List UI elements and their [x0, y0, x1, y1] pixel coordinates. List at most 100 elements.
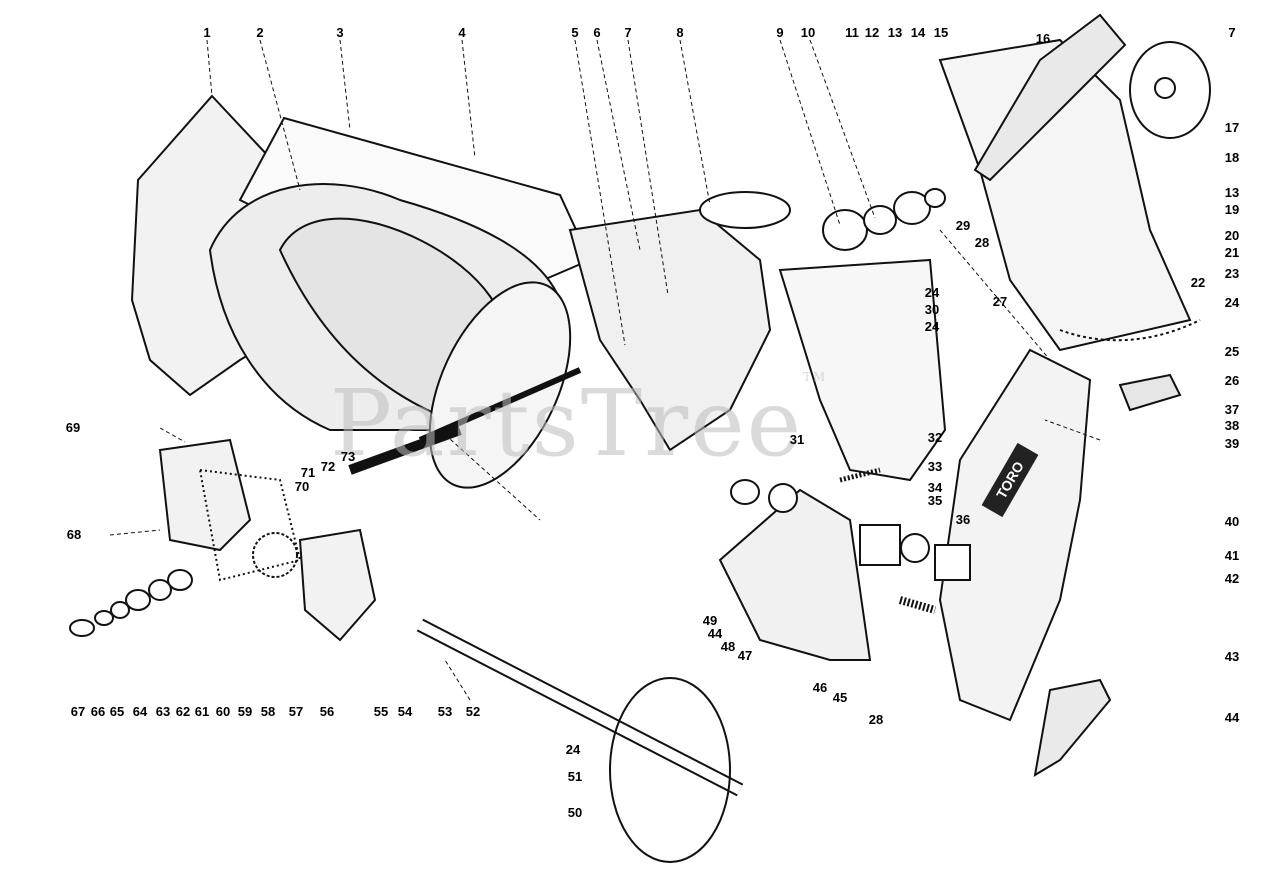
callout: 50: [567, 805, 583, 820]
callout: 15: [933, 25, 949, 40]
bearing-10: [863, 205, 897, 235]
callout: 59: [237, 704, 253, 719]
callout: 5: [571, 25, 579, 40]
callout: 52: [465, 704, 481, 719]
chute-ring: [699, 191, 791, 229]
callout: 70: [294, 479, 310, 494]
drive-shaft-52-core: [417, 620, 743, 795]
callout: 25: [1224, 344, 1240, 359]
callout: 4: [458, 25, 466, 40]
callout: 54: [397, 704, 413, 719]
callout: 7: [624, 25, 632, 40]
main-shaft: [348, 425, 462, 475]
ring-65: [110, 601, 130, 619]
auger-shaft: [418, 367, 582, 443]
callout: 13: [887, 25, 903, 40]
lower-bracket: [718, 488, 872, 661]
callout: 60: [215, 704, 231, 719]
callout: 67: [70, 704, 86, 719]
auger-blade-front: [428, 281, 572, 489]
right-side-plate: [938, 348, 1092, 722]
pulley-hub: [1154, 77, 1176, 99]
callout: 30: [924, 302, 940, 317]
callout: 38: [1224, 418, 1240, 433]
callout: 7: [1228, 25, 1236, 40]
callout: 14: [910, 25, 926, 40]
bearing-35: [900, 533, 930, 563]
callout: 49: [702, 613, 718, 628]
callout: 24: [565, 742, 581, 757]
spring-64: [125, 589, 151, 611]
callout: 62: [175, 704, 191, 719]
chute-gear-ring: [1059, 319, 1201, 342]
callout: 48: [720, 639, 736, 654]
callout: 46: [812, 680, 828, 695]
skid-shoe: [1033, 678, 1112, 777]
callout: 32: [927, 430, 943, 445]
callout: 43: [1224, 649, 1240, 664]
callout: 6: [593, 25, 601, 40]
callout: 69: [65, 420, 81, 435]
callout: 17: [1224, 120, 1240, 135]
callout: 16: [1035, 31, 1051, 46]
bushing-49: [730, 479, 760, 505]
ring-62: [167, 569, 193, 591]
fan-50: [609, 677, 731, 863]
callout: 37: [1224, 402, 1240, 417]
callout: 47: [737, 648, 753, 663]
callout: 41: [1224, 548, 1240, 563]
callout: 11: [845, 25, 859, 40]
chute-handle: [973, 13, 1127, 182]
impeller: [568, 208, 772, 452]
flange-34: [859, 524, 901, 566]
callout: 44: [1224, 710, 1240, 725]
gear-58: [252, 532, 298, 578]
callout: 71: [300, 465, 316, 480]
callout: 40: [1224, 514, 1240, 529]
callout: 36: [955, 512, 971, 527]
callout: 58: [260, 704, 276, 719]
ring-66: [94, 610, 114, 626]
gearbox-half-56: [298, 528, 377, 642]
callout: 42: [1224, 571, 1240, 586]
spring-45: [898, 596, 937, 614]
spring-32: [839, 467, 881, 483]
callout: 55: [373, 704, 389, 719]
flange-36: [934, 544, 971, 581]
callout: 57: [288, 704, 304, 719]
bearing-11: [893, 191, 931, 225]
callout: 66: [90, 704, 106, 719]
callout: 13: [1224, 185, 1240, 200]
callout: 2: [256, 25, 264, 40]
bushing-67: [69, 619, 95, 637]
callout: 26: [1224, 373, 1240, 388]
callout: 21: [1224, 245, 1240, 260]
callout: 51: [567, 769, 583, 784]
callout: 35: [927, 493, 943, 508]
partstree-watermark: PartsTreeTM: [330, 370, 828, 477]
callout: 56: [319, 704, 335, 719]
callout: 19: [1224, 202, 1240, 217]
bearing-12: [924, 188, 946, 208]
callout: 9: [776, 25, 784, 40]
callout: 44: [707, 626, 723, 641]
callout: 45: [832, 690, 848, 705]
callout: 28: [974, 235, 990, 250]
callout: 23: [1224, 266, 1240, 281]
lever-26: [1118, 373, 1182, 412]
callout: 24: [1224, 295, 1240, 310]
callout: 34: [927, 480, 943, 495]
callout: 8: [676, 25, 684, 40]
callout: 33: [927, 459, 943, 474]
ring-63: [148, 579, 172, 601]
callout: 10: [800, 25, 816, 40]
callout: 31: [789, 432, 805, 447]
callout: 27: [992, 294, 1008, 309]
callout: 24: [924, 285, 940, 300]
callout: 73: [340, 449, 356, 464]
callout: 53: [437, 704, 453, 719]
toro-logo: [981, 442, 1039, 518]
callout: 12: [864, 25, 880, 40]
